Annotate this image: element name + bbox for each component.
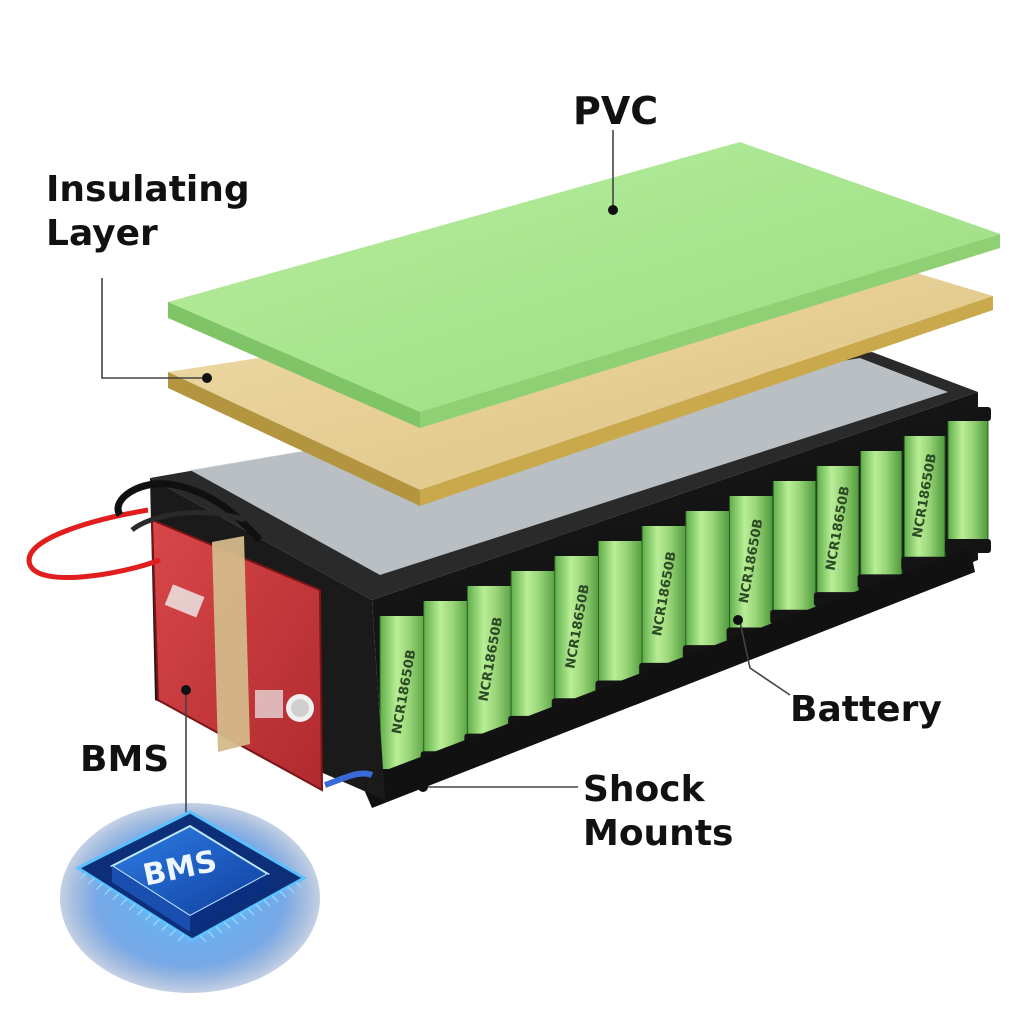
chip-pin [279, 890, 287, 898]
chip-pins [79, 872, 303, 943]
insulating-label-line2: Layer [46, 212, 158, 254]
chip-pin [112, 893, 120, 901]
chip-pin [295, 881, 303, 889]
cell-holder-top [420, 587, 475, 601]
cell-holder-top [464, 572, 518, 586]
chip-pin [247, 908, 255, 916]
chip-pin [263, 899, 271, 907]
blue-wire [324, 770, 374, 788]
chip-pin [161, 924, 169, 932]
battery-cell [510, 564, 558, 723]
black-wire-2 [130, 510, 246, 532]
shock-dot [418, 782, 428, 792]
chip-pin [177, 934, 185, 942]
cell-holder-top [682, 497, 733, 511]
shock-label-line1: Shock [583, 769, 705, 810]
chip-pin [144, 913, 152, 921]
cell-holder-top [595, 527, 647, 541]
bms-label: BMS [80, 739, 170, 780]
cell-holder-bottom [945, 539, 991, 553]
battery-cell [772, 474, 817, 617]
chip-pin [87, 877, 95, 885]
chip-pin [152, 918, 160, 926]
chip-pin [79, 872, 87, 880]
shock-mount-rail [360, 548, 975, 808]
insulating-layer-label: Insulating Layer [46, 168, 250, 256]
chip-pin [169, 929, 177, 937]
kapton-tape [212, 536, 250, 752]
cell-holder-top [901, 422, 948, 436]
chip-pin [199, 935, 207, 943]
chip-pin [128, 903, 136, 911]
battery-label: Battery [790, 689, 942, 730]
insulating-label-line1: Insulating [46, 169, 250, 210]
chip-pin [255, 904, 263, 912]
chip-pin [104, 888, 112, 896]
cell-holder-top [551, 542, 604, 556]
cell-holder-top [857, 437, 905, 451]
pvc-sheet [168, 142, 1000, 428]
chip-pin [215, 926, 223, 934]
battery-cell [597, 534, 644, 688]
red-wire [26, 507, 161, 580]
chip-pin [271, 895, 279, 903]
battery-cell [947, 414, 989, 546]
cell-holder-top [639, 512, 690, 526]
insulating-dot [202, 373, 212, 383]
pvc-dot [608, 205, 618, 215]
cell-holder-top [508, 557, 561, 571]
chip-pin [207, 930, 215, 938]
leader-dots [181, 205, 743, 792]
cell-holder-top [813, 452, 862, 466]
battery-dot [733, 615, 743, 625]
black-wire [114, 480, 263, 543]
cell-holder-top [770, 467, 819, 481]
chip-pin [239, 912, 247, 920]
shock-label-line2: Mounts [583, 812, 734, 854]
chip-pin [287, 886, 295, 894]
battery-cell [685, 504, 731, 652]
chip-pin [223, 921, 231, 929]
bms-board [150, 518, 324, 792]
nickel-strip-area [190, 358, 948, 575]
chip-pin [120, 898, 128, 906]
chip-pin [136, 908, 144, 916]
battery-cell [860, 444, 903, 581]
chip-pin [231, 917, 239, 925]
cell-holder-top [945, 407, 991, 421]
cell-holder-top [726, 482, 776, 496]
shock-mounts-label: Shock Mounts [583, 768, 733, 856]
chip-pin [95, 882, 103, 890]
bms-dot [181, 685, 191, 695]
cell-holder-top [377, 602, 431, 616]
battery-cell [423, 594, 472, 758]
bms-chip-icon: BMS [60, 803, 320, 993]
pvc-label: PVC [573, 89, 659, 133]
